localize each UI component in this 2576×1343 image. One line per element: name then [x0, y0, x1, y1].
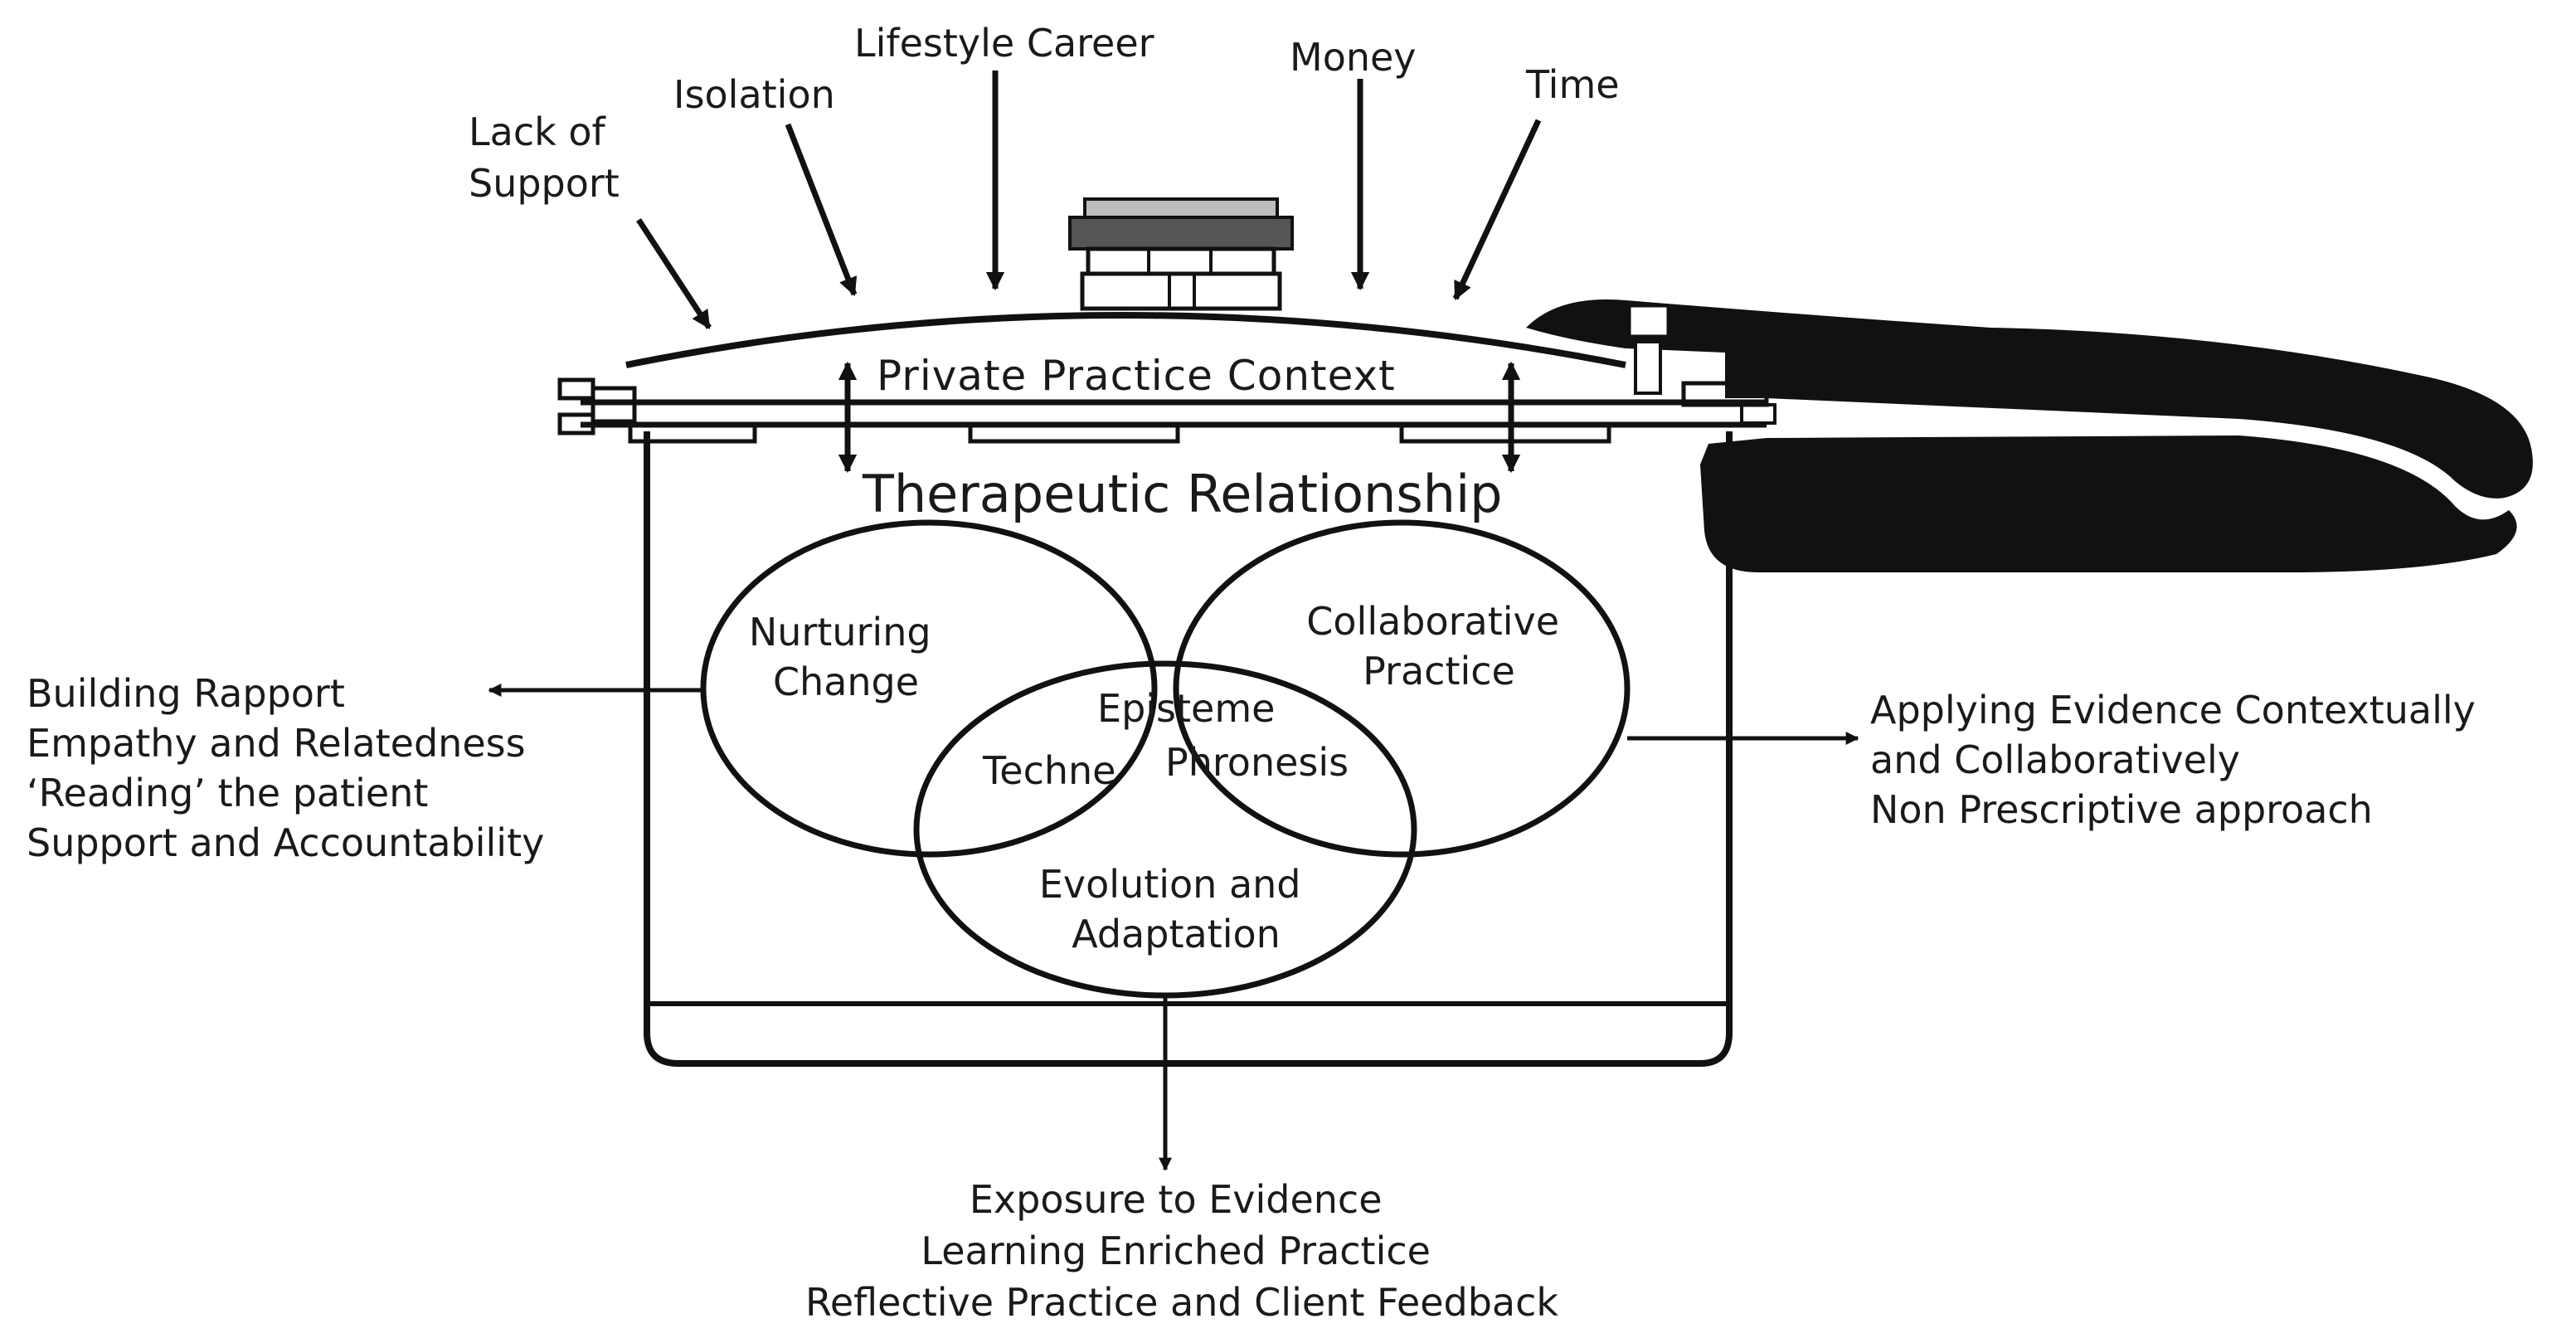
venn-circle-left [700, 519, 1158, 858]
output-bottom-list: Exposure to Evidence Learning Enriched P… [805, 1177, 1558, 1325]
pressure-valve [1068, 197, 1294, 311]
output-right-list: Applying Evidence Contextually and Colla… [1870, 688, 2488, 832]
label-lack-of-support: Lack of Support [469, 109, 620, 206]
arrow-lack-of-support [636, 218, 712, 329]
venn-label-collaborative-practice: Collaborative Practice [1306, 599, 1571, 693]
label-time: Time [1525, 62, 1620, 107]
venn-label-nurturing-change: Nurturing Change [749, 610, 943, 704]
venn-label-episteme: Episteme [1097, 686, 1275, 731]
label-therapeutic-relationship: Therapeutic Relationship [862, 464, 1503, 524]
pressure-arrows [636, 71, 1542, 329]
label-isolation: Isolation [673, 72, 835, 117]
venn-label-phronesis: Phronesis [1165, 740, 1349, 785]
pot-lid [557, 312, 1767, 444]
label-lifestyle-career: Lifestyle Career [854, 21, 1154, 66]
arrow-time [1452, 119, 1542, 301]
label-money: Money [1290, 35, 1417, 80]
output-left-list: Building Rapport Empathy and Relatedness… [27, 671, 544, 865]
label-private-practice-context: Private Practice Context [877, 352, 1396, 400]
venn-circle-right [1173, 519, 1631, 858]
pot-handle [1526, 299, 2533, 572]
arrow-isolation [785, 123, 858, 297]
venn-label-techne: Techne [982, 748, 1115, 793]
venn-label-evolution-adaptation: Evolution and Adaptation [1039, 862, 1313, 956]
pot-body [644, 431, 1733, 1067]
